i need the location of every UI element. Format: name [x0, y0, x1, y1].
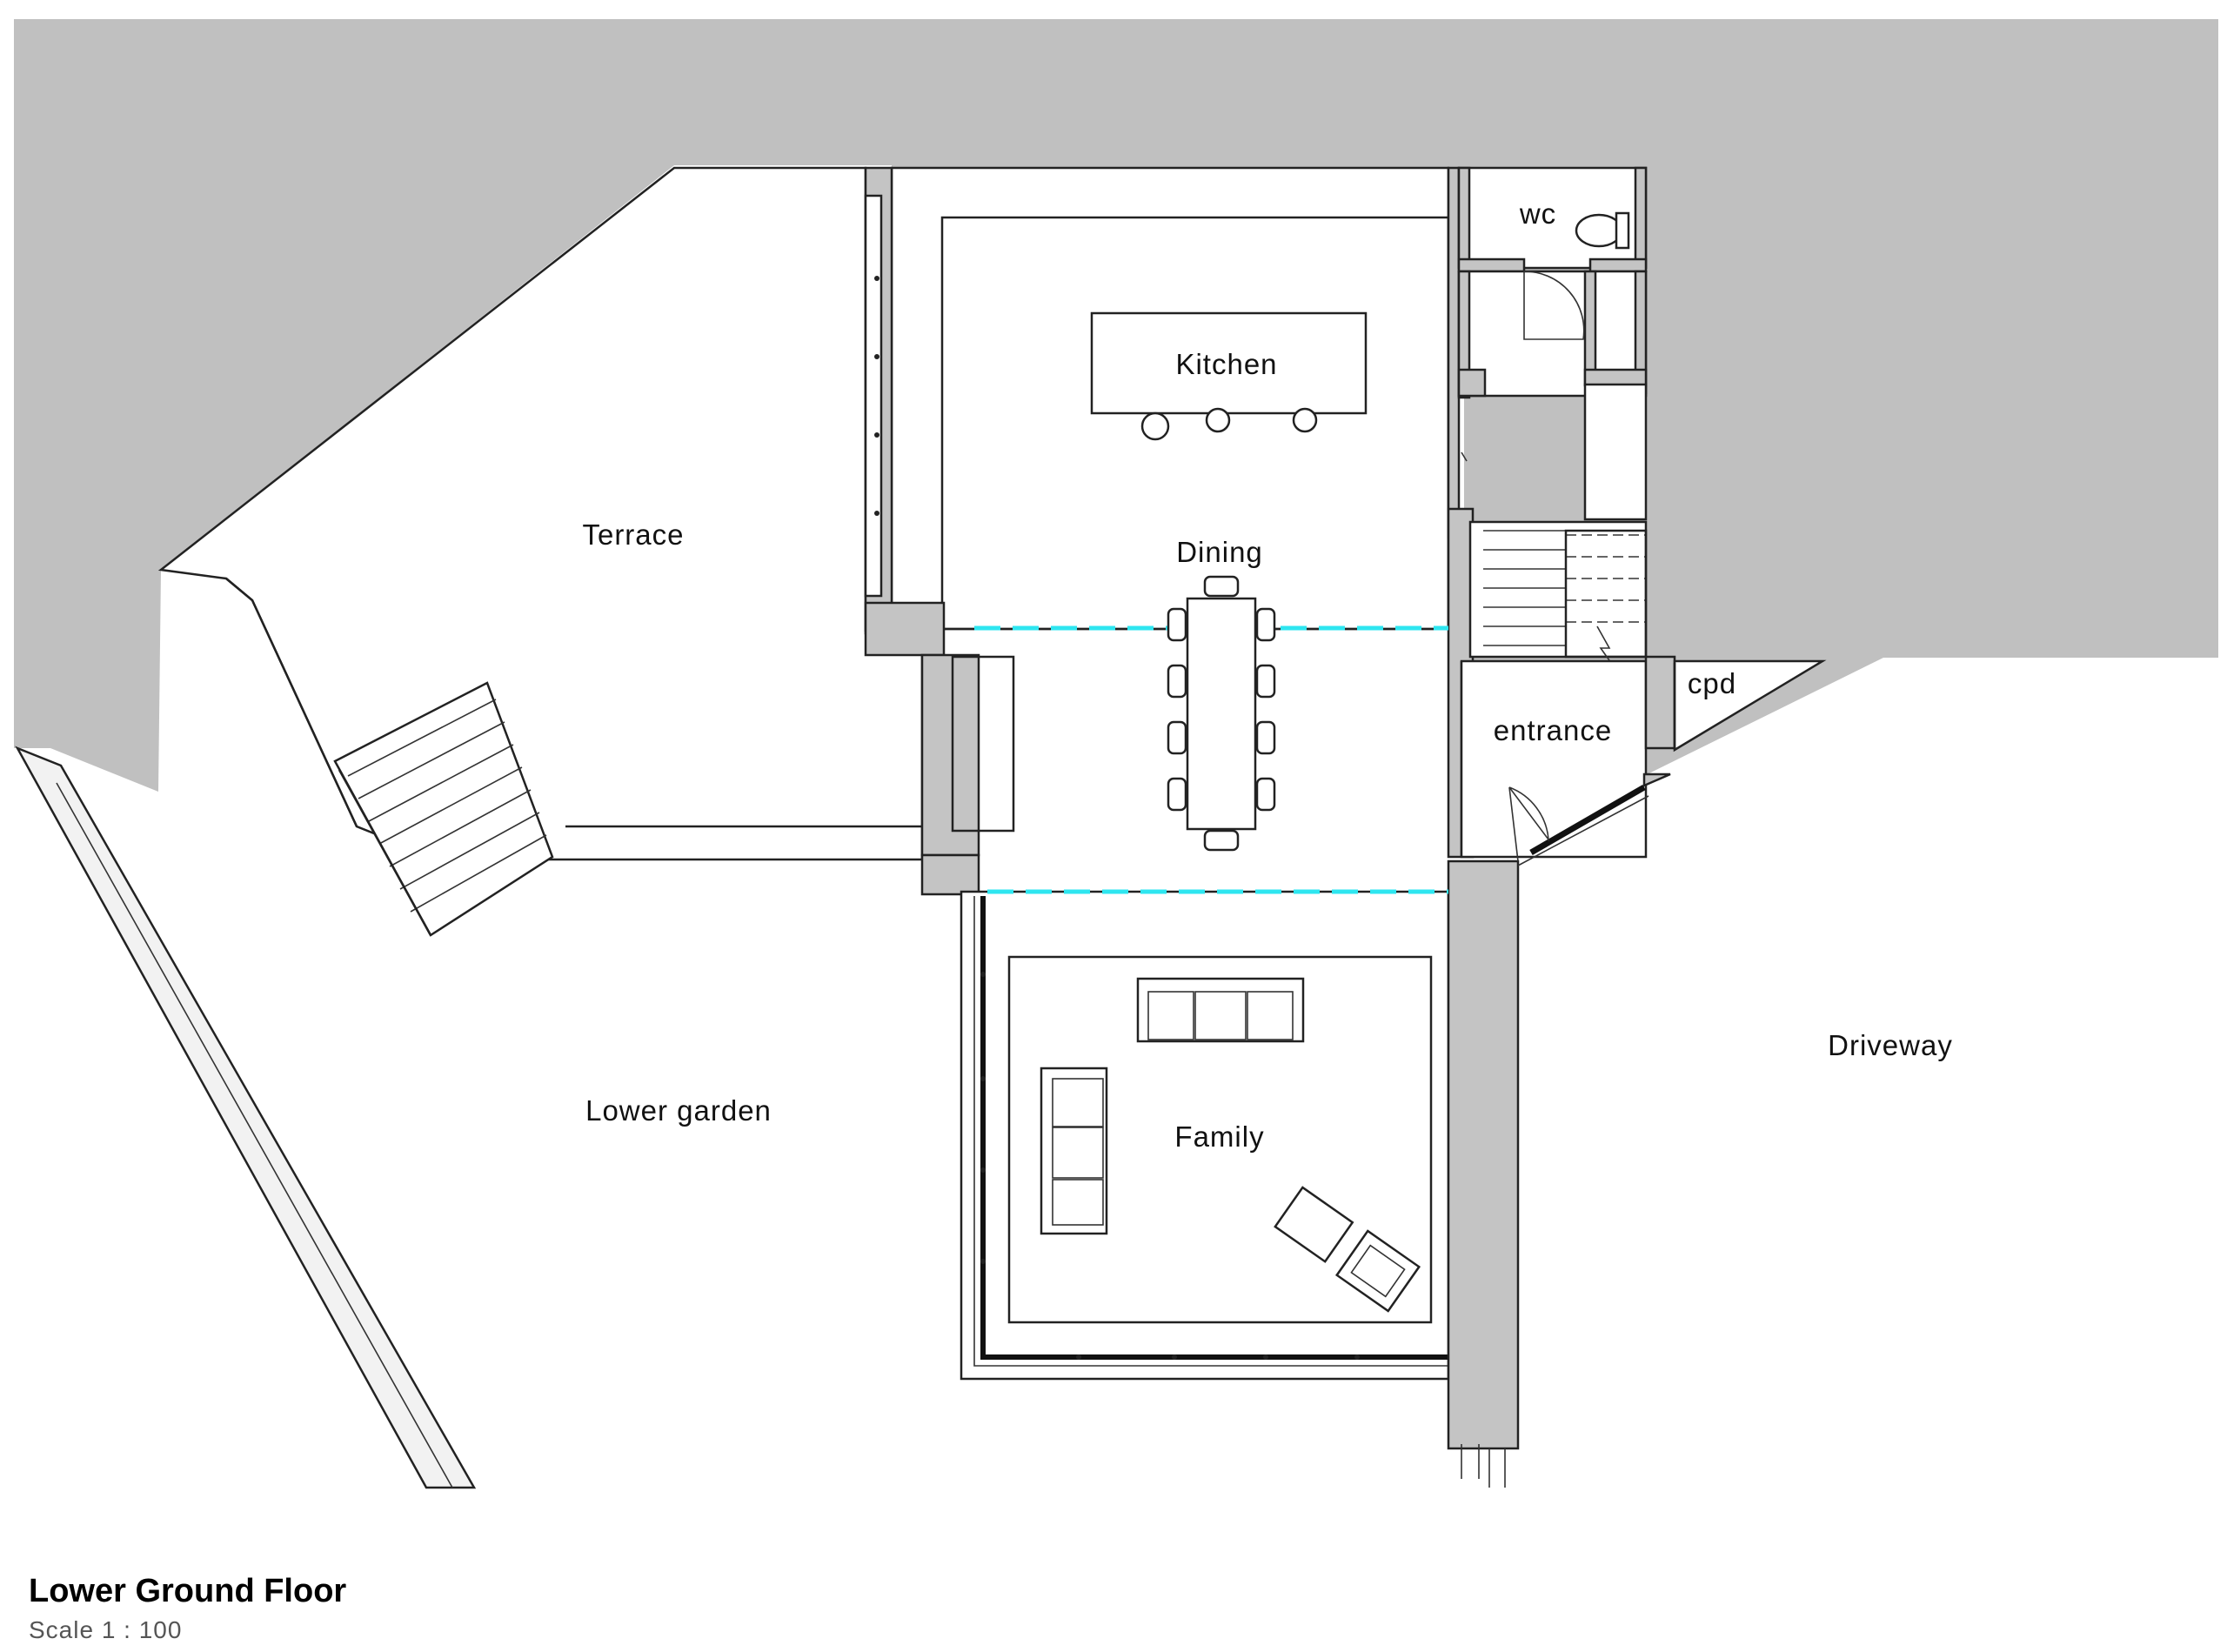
label-entrance: entrance: [1494, 714, 1612, 746]
label-terrace: Terrace: [582, 518, 684, 551]
label-wc: wc: [1519, 197, 1556, 230]
drawing-scale: Scale 1 : 100: [29, 1616, 183, 1643]
dining-table: [1167, 575, 1276, 852]
label-lower-garden: Lower garden: [585, 1094, 772, 1127]
label-family: Family: [1174, 1120, 1264, 1153]
label-cpd: cpd: [1688, 667, 1736, 699]
family-furniture: [1040, 977, 1421, 1313]
garden-boundary-hedge: [15, 746, 477, 1489]
kitchen-island: [1090, 311, 1368, 441]
label-kitchen: Kitchen: [1175, 348, 1277, 380]
family-glazing: [980, 972, 1360, 1360]
terrace-glazing: [864, 194, 883, 598]
label-driveway: Driveway: [1828, 1029, 1953, 1061]
drawing-title: Lower Ground Floor: [29, 1573, 347, 1609]
label-dining: Dining: [1176, 536, 1263, 568]
surrounding-ground: [14, 19, 2218, 835]
terrace-stair: [333, 681, 554, 937]
service-core: [1457, 166, 1827, 1488]
